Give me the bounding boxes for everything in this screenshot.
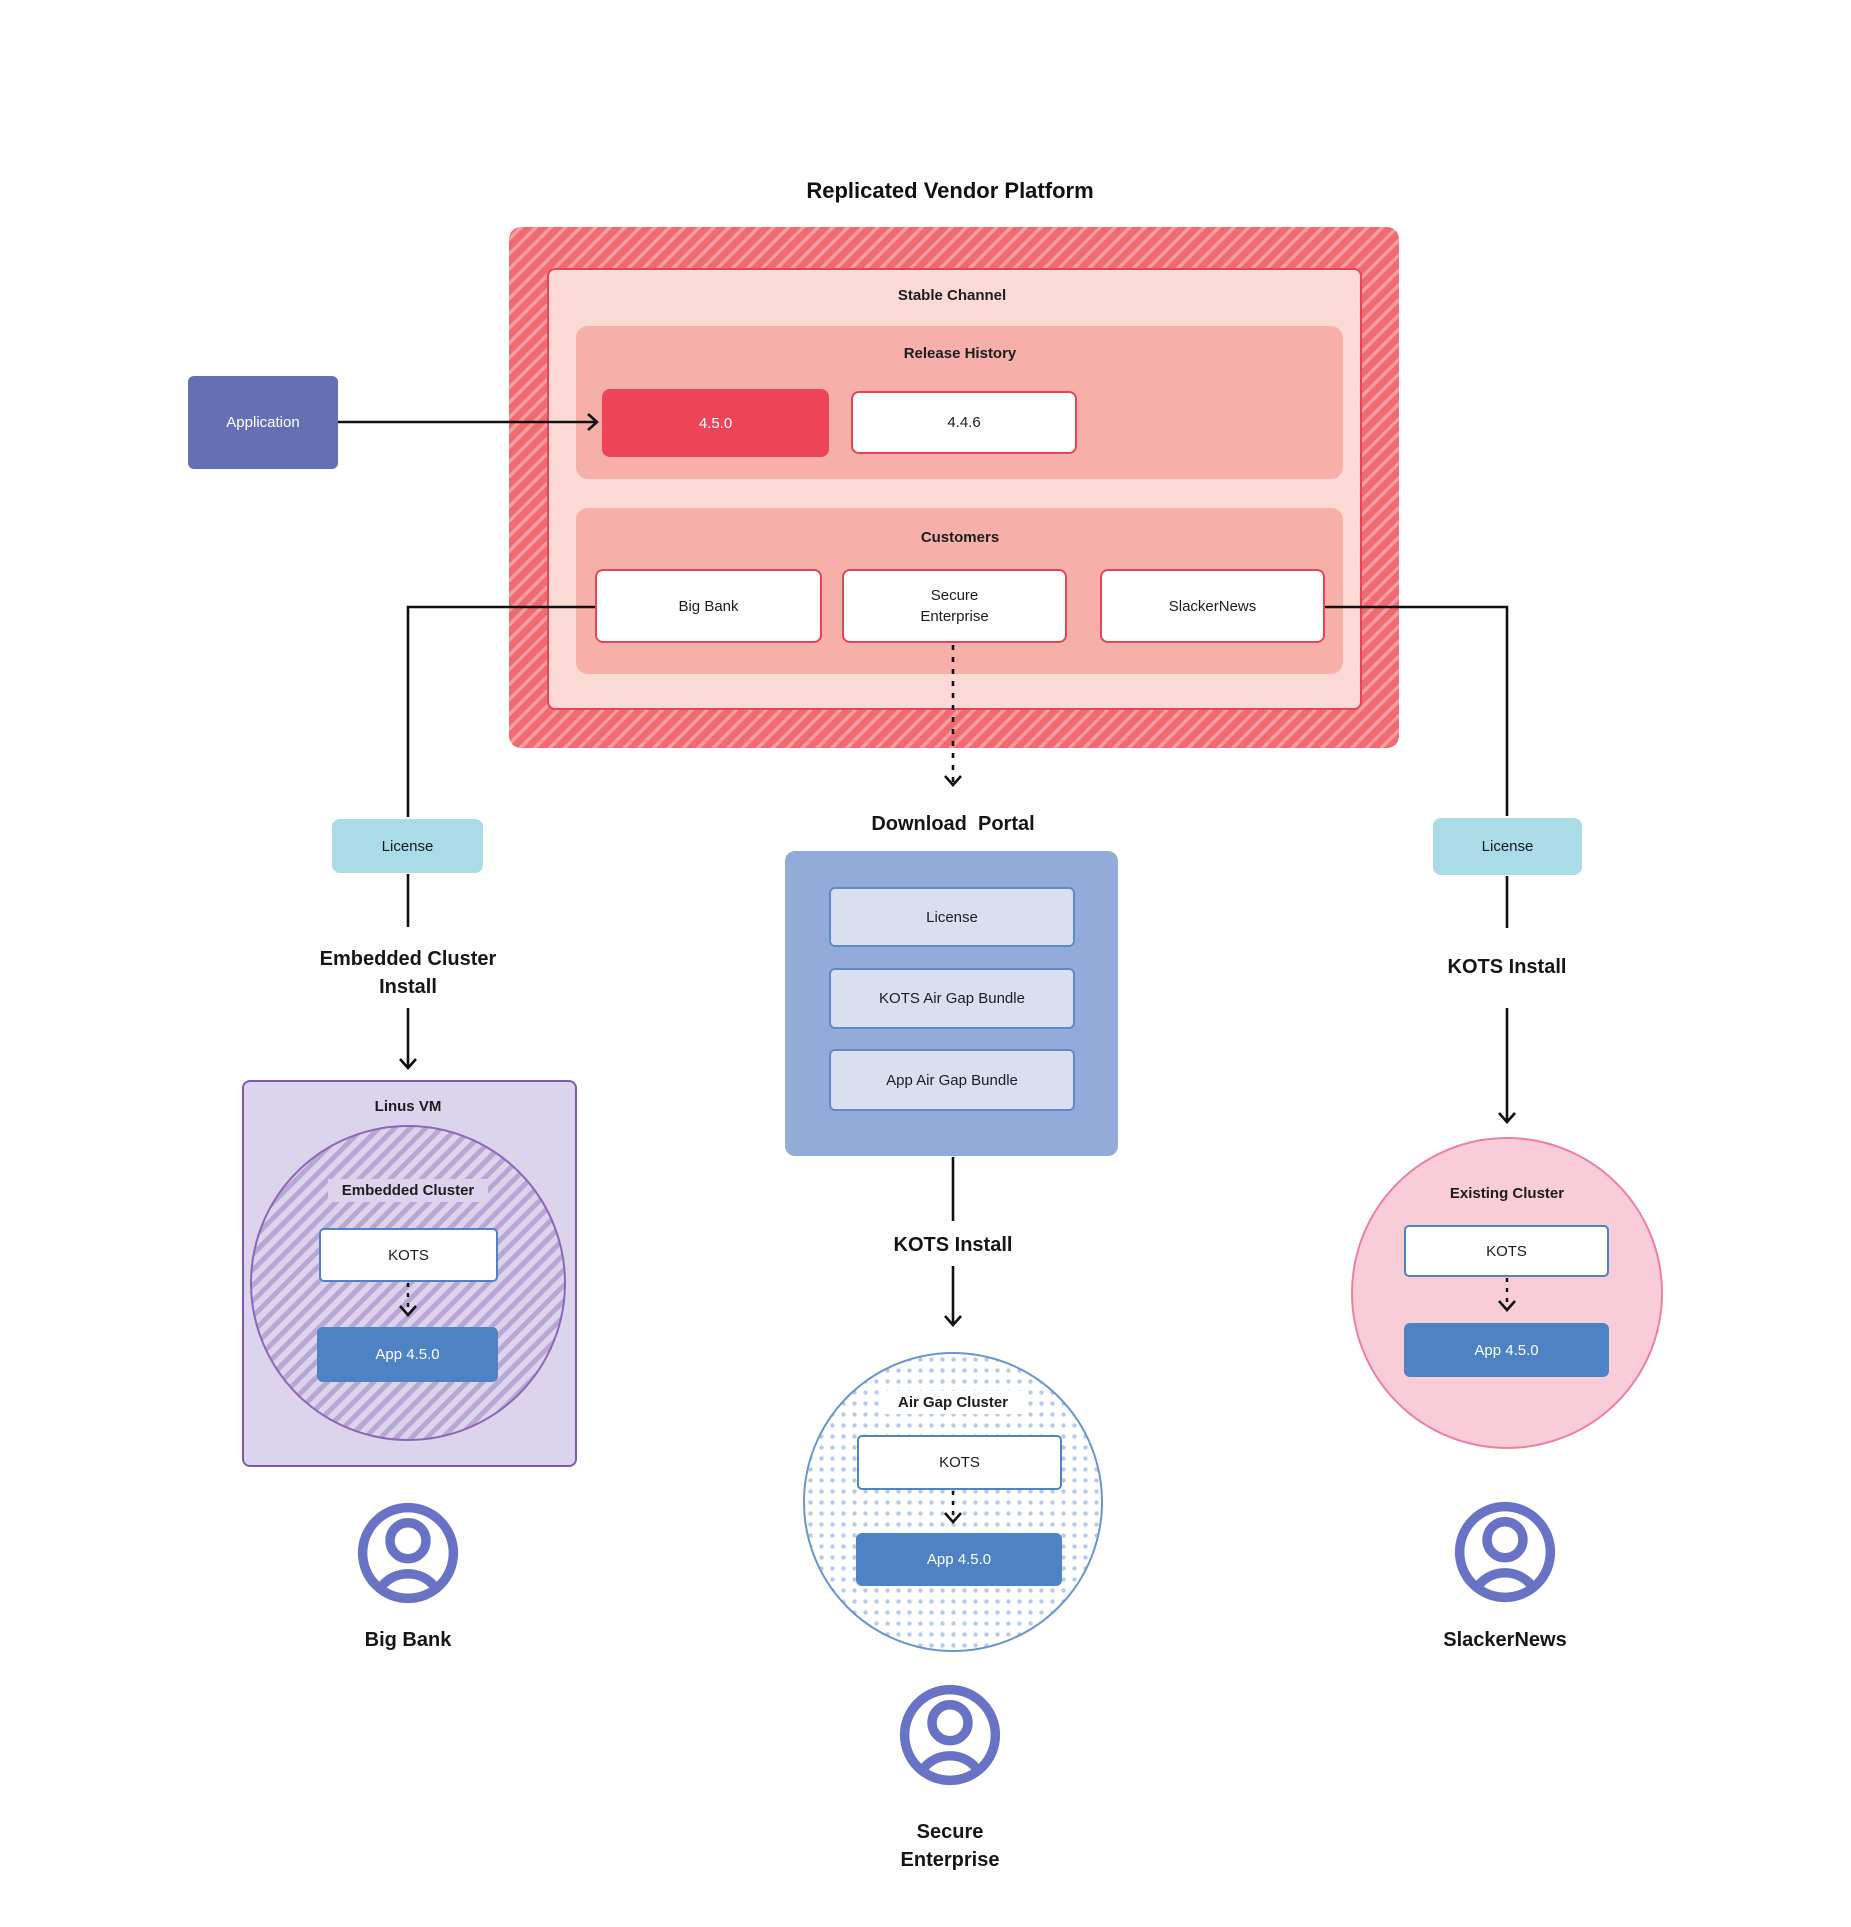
kots-box-right: KOTS (1404, 1225, 1609, 1277)
embedded-cluster-label-text: Embedded Cluster (327, 1178, 489, 1202)
embedded-cluster-install-label: Embedded Cluster Install (319, 948, 497, 998)
customers-label: Customers (920, 528, 1000, 546)
app-box-left: App 4.5.0 (317, 1327, 498, 1382)
embedded-cluster-circle (250, 1125, 566, 1441)
customer-slackernews-box: SlackerNews (1100, 569, 1325, 643)
kots-box-middle: KOTS (857, 1435, 1062, 1490)
big-bank-user-label: Big Bank (364, 1629, 452, 1651)
stable-channel-label: Stable Channel (897, 286, 1007, 304)
customer-big-bank-box: Big Bank (595, 569, 822, 643)
slackernews-user-label: SlackerNews (1443, 1629, 1567, 1651)
release-450-box: 4.5.0 (602, 389, 829, 457)
release-446-box: 4.4.6 (851, 391, 1077, 454)
app-box-right: App 4.5.0 (1404, 1323, 1609, 1377)
kots-box-left: KOTS (319, 1228, 498, 1282)
kots-install-label-middle: KOTS Install (893, 1234, 1013, 1256)
air-gap-cluster-label: Air Gap Cluster (803, 1390, 1103, 1414)
portal-item-app-airgap-bundle: App Air Gap Bundle (829, 1049, 1075, 1111)
portal-item-license: License (829, 887, 1075, 947)
existing-cluster-label: Existing Cluster (1449, 1184, 1565, 1202)
air-gap-cluster-label-text: Air Gap Cluster (883, 1390, 1023, 1414)
embedded-cluster-label: Embedded Cluster (258, 1178, 558, 1202)
kots-install-label-right: KOTS Install (1447, 956, 1567, 978)
diagram-title: Replicated Vendor Platform (806, 178, 1094, 203)
app-box-middle: App 4.5.0 (856, 1533, 1062, 1586)
user-icon (1454, 1501, 1556, 1603)
license-badge-left: License (332, 819, 483, 873)
portal-item-kots-airgap-bundle: KOTS Air Gap Bundle (829, 968, 1075, 1029)
release-history-label: Release History (903, 344, 1017, 362)
customer-secure-enterprise-box: Secure Enterprise (842, 569, 1067, 643)
secure-enterprise-user-label: Secure Enterprise (900, 1821, 1000, 1871)
download-portal-label: Download Portal (871, 813, 1035, 835)
application-box: Application (188, 376, 338, 469)
user-icon (357, 1502, 459, 1604)
license-badge-right: License (1433, 818, 1582, 875)
linus-vm-label: Linus VM (374, 1097, 442, 1115)
user-icon (899, 1684, 1001, 1786)
